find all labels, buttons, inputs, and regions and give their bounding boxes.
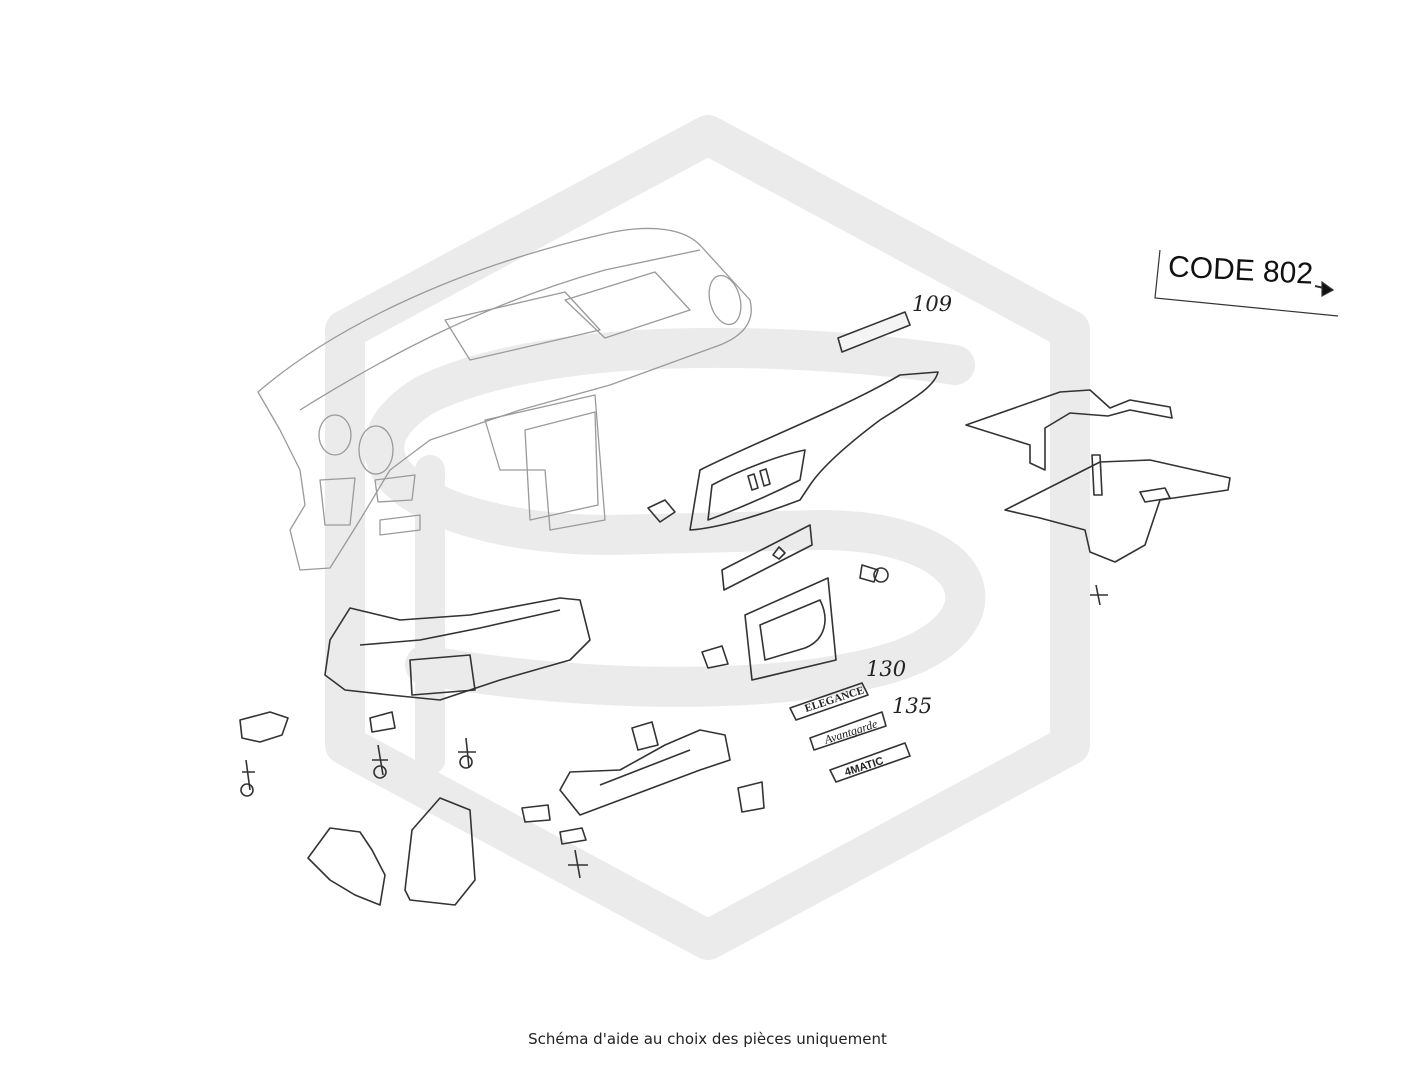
parts-lines bbox=[239, 311, 1231, 906]
callout-130: 130 bbox=[866, 657, 907, 681]
watermark-logo bbox=[325, 115, 1090, 960]
disclaimer-caption: Schéma d'aide au choix des pièces unique… bbox=[528, 1030, 887, 1048]
dashboard-outline bbox=[257, 227, 752, 571]
code-box bbox=[1154, 249, 1339, 317]
callout-109: 109 bbox=[912, 292, 953, 316]
emblem-avantgarde: Avantgarde bbox=[822, 716, 880, 747]
emblem-4matic: 4MATIC bbox=[843, 755, 885, 779]
callout-135: 135 bbox=[892, 694, 933, 718]
